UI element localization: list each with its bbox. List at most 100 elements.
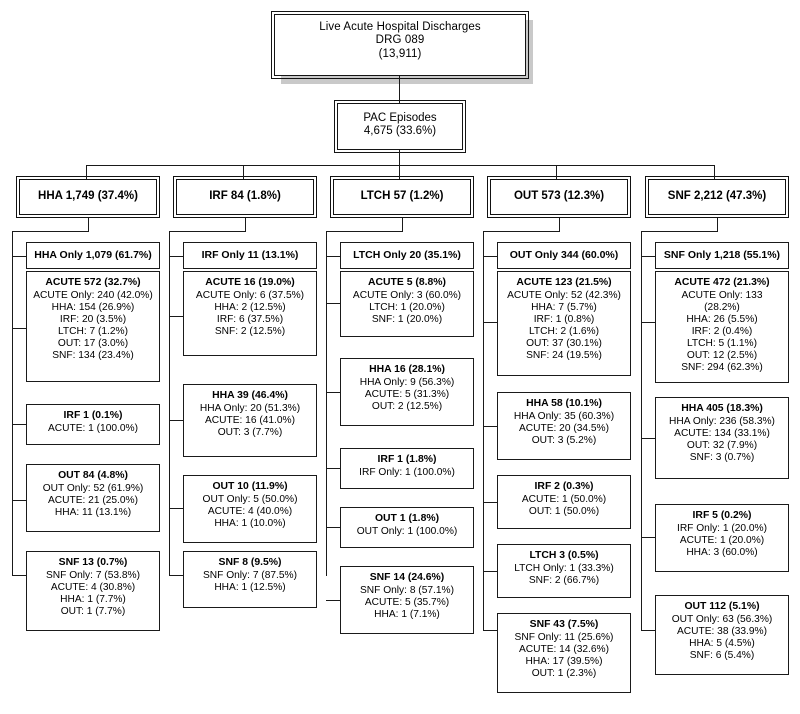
out-leaf-hha[interactable]: HHA 58 (10.1%) HHA Only: 35 (60.3%) ACUT… [497, 392, 631, 460]
out-stub-leaf-0 [483, 322, 498, 324]
hha-leaf-acute-line-0: ACUTE Only: 240 (42.0%) [33, 290, 153, 302]
irf-leaf-hha[interactable]: HHA 39 (46.4%) HHA Only: 20 (51.3%) ACUT… [183, 384, 317, 457]
ltch-leaf-snf-line-1: ACUTE: 5 (35.7%) [364, 597, 450, 609]
irf-stub-leaf-2 [169, 508, 184, 510]
column-header-irf-label: IRF 84 (1.8%) [209, 190, 281, 203]
out-leaf-irf-header: IRF 2 (0.3%) [534, 481, 594, 492]
hha-leaf-snf[interactable]: SNF 13 (0.7%) SNF Only: 7 (53.8%) ACUTE:… [26, 551, 160, 631]
column-header-out-label: OUT 573 (12.3%) [513, 190, 605, 203]
hha-leaf-irf[interactable]: IRF 1 (0.1%) ACUTE: 1 (100.0%) [26, 404, 160, 445]
hha-spine-top [12, 231, 89, 233]
ltch-stub-leaf-4 [326, 600, 341, 602]
hha-leaf-acute[interactable]: ACUTE 572 (32.7%) ACUTE Only: 240 (42.0%… [26, 271, 160, 382]
hha-stub-leaf-0 [12, 328, 27, 330]
ltch-leaf-irf[interactable]: IRF 1 (1.8%) IRF Only: 1 (100.0%) [340, 448, 474, 489]
snf-leaf-acute-line-0: ACUTE Only: 133 [681, 290, 763, 302]
irf-leaf-out-line-2: HHA: 1 (10.0%) [214, 518, 286, 530]
connector-bus-to-snf [714, 165, 716, 179]
column-header-snf[interactable]: SNF 2,212 (47.3%) [644, 175, 790, 219]
irf-leaf-snf-line-0: SNF Only: 7 (87.5%) [203, 570, 297, 582]
hha-only-box[interactable]: HHA Only 1,079 (61.7%) [26, 242, 160, 269]
irf-leaf-acute-line-3: SNF: 2 (12.5%) [214, 325, 286, 337]
snf-leaf-out-line-0: OUT Only: 63 (56.3%) [671, 614, 773, 626]
ltch-head-drop [402, 218, 404, 232]
hha-leaf-snf-line-1: ACUTE: 4 (30.8%) [50, 582, 136, 594]
snf-leaf-acute-line-4: LTCH: 5 (1.1%) [686, 337, 757, 349]
hha-stub-leaf-1 [12, 424, 27, 426]
connector-bus-to-out [556, 165, 558, 179]
hha-leaf-out-header: OUT 84 (4.8%) [58, 470, 128, 481]
out-leaf-acute-header: ACUTE 123 (21.5%) [516, 277, 612, 288]
ltch-leaf-irf-header: IRF 1 (1.8%) [377, 454, 437, 465]
snf-leaf-acute-line-2: HHA: 26 (5.5%) [686, 314, 758, 326]
ltch-leaf-acute-header: ACUTE 5 (8.8%) [368, 277, 446, 288]
ltch-leaf-hha[interactable]: HHA 16 (28.1%) HHA Only: 9 (56.3%) ACUTE… [340, 358, 474, 426]
irf-leaf-snf[interactable]: SNF 8 (9.5%) SNF Only: 7 (87.5%) HHA: 1 … [183, 551, 317, 608]
ltch-spine [326, 231, 328, 576]
hha-stub-leaf-2 [12, 500, 27, 502]
column-header-ltch-label: LTCH 57 (1.2%) [360, 190, 444, 203]
irf-leaf-hha-header: HHA 39 (46.4%) [212, 390, 288, 401]
snf-leaf-hha[interactable]: HHA 405 (18.3%) HHA Only: 236 (58.3%) AC… [655, 397, 789, 479]
ltch-spine-top [326, 231, 403, 233]
hha-leaf-irf-line-0: ACUTE: 1 (100.0%) [47, 423, 139, 435]
snf-leaf-hha-line-3: SNF: 3 (0.7%) [689, 451, 755, 463]
irf-leaf-snf-line-1: HHA: 1 (12.5%) [214, 582, 286, 594]
out-leaf-ltch-line-0: LTCH Only: 1 (33.3%) [514, 563, 614, 575]
out-leaf-hha-line-1: ACUTE: 20 (34.5%) [518, 423, 610, 435]
out-stub-leaf-3 [483, 571, 498, 573]
snf-leaf-out[interactable]: OUT 112 (5.1%) OUT Only: 63 (56.3%) ACUT… [655, 595, 789, 675]
ltch-stub-leaf-3 [326, 527, 341, 529]
irf-only-box[interactable]: IRF Only 11 (13.1%) [183, 242, 317, 269]
connector-bus-to-ltch [399, 165, 401, 179]
hha-head-drop [88, 218, 90, 232]
out-leaf-hha-line-2: OUT: 3 (5.2%) [531, 435, 597, 447]
out-leaf-irf[interactable]: IRF 2 (0.3%) ACUTE: 1 (50.0%) OUT: 1 (50… [497, 475, 631, 529]
out-stub-leaf-4 [483, 630, 498, 632]
snf-only-box[interactable]: SNF Only 1,218 (55.1%) [655, 242, 789, 269]
hha-stub-leaf-3 [12, 575, 27, 577]
irf-leaf-acute[interactable]: ACUTE 16 (19.0%) ACUTE Only: 6 (37.5%) H… [183, 271, 317, 356]
hha-leaf-acute-line-1: HHA: 154 (26.9%) [51, 302, 135, 314]
hha-spine [12, 231, 14, 576]
irf-leaf-acute-line-2: IRF: 6 (37.5%) [216, 314, 284, 326]
ltch-leaf-snf[interactable]: SNF 14 (24.6%) SNF Only: 8 (57.1%) ACUTE… [340, 566, 474, 634]
ltch-leaf-acute[interactable]: ACUTE 5 (8.8%) ACUTE Only: 3 (60.0%) LTC… [340, 271, 474, 337]
snf-leaf-irf[interactable]: IRF 5 (0.2%) IRF Only: 1 (20.0%) ACUTE: … [655, 504, 789, 572]
pac-episodes-box: PAC Episodes 4,675 (33.6%) [334, 100, 466, 153]
column-header-out[interactable]: OUT 573 (12.3%) [486, 175, 632, 219]
irf-leaf-out-line-1: ACUTE: 4 (40.0%) [207, 506, 293, 518]
column-header-hha[interactable]: HHA 1,749 (37.4%) [15, 175, 161, 219]
ltch-leaf-out[interactable]: OUT 1 (1.8%) OUT Only: 1 (100.0%) [340, 507, 474, 548]
snf-leaf-acute[interactable]: ACUTE 472 (21.3%) ACUTE Only: 133 (28.2%… [655, 271, 789, 383]
out-head-drop [559, 218, 561, 232]
ltch-leaf-acute-line-1: LTCH: 1 (20.0%) [369, 302, 445, 314]
snf-leaf-out-line-3: SNF: 6 (5.4%) [689, 649, 755, 661]
column-header-ltch[interactable]: LTCH 57 (1.2%) [329, 175, 475, 219]
out-leaf-acute-line-4: OUT: 37 (30.1%) [526, 337, 602, 349]
out-leaf-ltch[interactable]: LTCH 3 (0.5%) LTCH Only: 1 (33.3%) SNF: … [497, 544, 631, 598]
out-only-box[interactable]: OUT Only 344 (60.0%) [497, 242, 631, 269]
out-leaf-snf-line-3: OUT: 1 (2.3%) [531, 667, 597, 679]
out-leaf-snf-line-0: SNF Only: 11 (25.6%) [514, 632, 614, 644]
irf-leaf-hha-line-2: OUT: 3 (7.7%) [217, 427, 283, 439]
ltch-leaf-snf-header: SNF 14 (24.6%) [369, 572, 445, 583]
hha-leaf-snf-header: SNF 13 (0.7%) [58, 557, 128, 568]
connector-pac-down [399, 150, 401, 166]
hha-leaf-snf-line-2: HHA: 1 (7.7%) [60, 594, 126, 606]
hha-leaf-snf-line-0: SNF Only: 7 (53.8%) [46, 570, 140, 582]
irf-leaf-out[interactable]: OUT 10 (11.9%) OUT Only: 5 (50.0%) ACUTE… [183, 475, 317, 543]
out-leaf-snf[interactable]: SNF 43 (7.5%) SNF Only: 11 (25.6%) ACUTE… [497, 613, 631, 693]
ltch-leaf-out-header: OUT 1 (1.8%) [374, 513, 440, 524]
out-leaf-acute[interactable]: ACUTE 123 (21.5%) ACUTE Only: 52 (42.3%)… [497, 271, 631, 376]
snf-leaf-hha-line-1: ACUTE: 134 (33.1%) [674, 428, 770, 440]
irf-spine-top [169, 231, 246, 233]
ltch-stub-leaf-1 [326, 392, 341, 394]
hha-leaf-out[interactable]: OUT 84 (4.8%) OUT Only: 52 (61.9%) ACUTE… [26, 464, 160, 532]
ltch-leaf-acute-line-2: SNF: 1 (20.0%) [371, 314, 443, 326]
irf-leaf-out-line-0: OUT Only: 5 (50.0%) [202, 494, 298, 506]
out-leaf-irf-line-0: ACUTE: 1 (50.0%) [521, 494, 607, 506]
ltch-only-box[interactable]: LTCH Only 20 (35.1%) [340, 242, 474, 269]
column-header-irf[interactable]: IRF 84 (1.8%) [172, 175, 318, 219]
